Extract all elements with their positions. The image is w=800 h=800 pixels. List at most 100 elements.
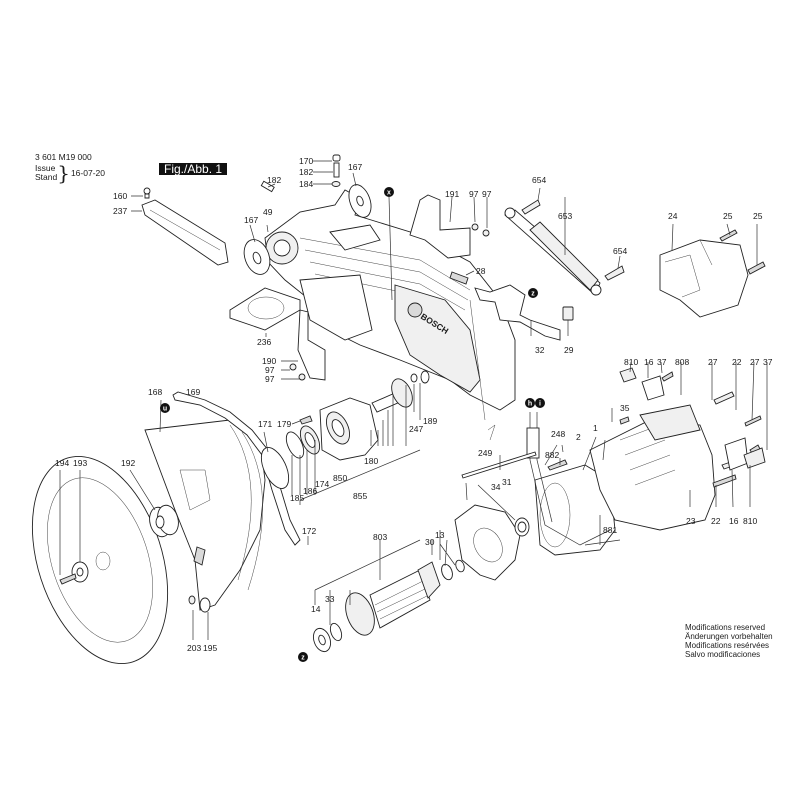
part-label: 179 xyxy=(277,419,291,429)
svg-text:h: h xyxy=(528,401,532,408)
part-label: 33 xyxy=(325,594,335,604)
part-label: 37 xyxy=(763,357,773,367)
part-label: 27 xyxy=(750,357,760,367)
part-label: 174 xyxy=(315,479,329,489)
part-32-lever xyxy=(474,284,574,341)
part-label: 654 xyxy=(613,246,627,256)
issue-labels: Issue Stand xyxy=(35,164,57,182)
svg-text:x: x xyxy=(387,190,391,197)
part-label: 14 xyxy=(311,604,321,614)
part-label: 850 xyxy=(333,473,347,483)
part-label: 881 xyxy=(603,525,617,535)
marker-h: h xyxy=(525,398,535,408)
part-label: 160 xyxy=(113,191,127,201)
modifications-notice: Modifications reserved Änderungen vorbeh… xyxy=(685,623,773,659)
part-label: 247 xyxy=(409,424,423,434)
leader-lines xyxy=(59,160,768,640)
part-label: 25 xyxy=(723,211,733,221)
part-label: 23 xyxy=(686,516,696,526)
part-label: 49 xyxy=(263,207,273,217)
part-label: 97 xyxy=(469,189,479,199)
part-label: 182 xyxy=(267,175,281,185)
part-label: 24 xyxy=(668,211,678,221)
part-label: 1 xyxy=(593,423,598,433)
part-label: 16 xyxy=(644,357,654,367)
part-label: 237 xyxy=(113,206,127,216)
part-label: 186 xyxy=(303,486,317,496)
motor-field-and-housing xyxy=(461,404,716,556)
part-label: 194 xyxy=(55,458,69,468)
part-label: 30 xyxy=(425,537,435,547)
part-label: 236 xyxy=(257,337,271,347)
svg-text:u: u xyxy=(163,406,167,413)
part-label: 25 xyxy=(753,211,763,221)
part-label: 168 xyxy=(148,387,162,397)
part-label: 37 xyxy=(657,357,667,367)
part-label: 185 xyxy=(290,493,304,503)
brace-glyph: } xyxy=(57,161,70,185)
part-label: 32 xyxy=(535,345,545,355)
part-label: 27 xyxy=(708,357,718,367)
part-label: 654 xyxy=(532,175,546,185)
marker-x: x xyxy=(384,187,394,197)
brush-holders xyxy=(619,367,766,488)
part-label: 810 xyxy=(743,516,757,526)
part-label: 192 xyxy=(121,458,135,468)
washer-167 xyxy=(243,184,372,275)
part-label: 2 xyxy=(576,432,581,442)
part-label: 193 xyxy=(73,458,87,468)
figure-badge: Fig./Abb. 1 xyxy=(159,163,228,175)
part-label: 97 xyxy=(482,189,492,199)
part-236-plate xyxy=(229,287,301,331)
note-english: Modifications reserved xyxy=(685,623,766,632)
saw-blade xyxy=(31,455,211,665)
marker-i: i xyxy=(535,398,545,408)
marker-z-upper: z xyxy=(528,288,538,298)
part-label: 248 xyxy=(551,429,565,439)
part-label: 34 xyxy=(491,482,501,492)
part-label: 28 xyxy=(476,266,486,276)
part-label: 190 xyxy=(262,356,276,366)
bosch-logo-circle xyxy=(407,302,423,318)
part-label: 35 xyxy=(620,403,630,413)
part-label: 803 xyxy=(373,532,387,542)
svg-text:z: z xyxy=(531,291,535,298)
svg-text:z: z xyxy=(301,655,305,662)
document-number: 3 601 M19 000 xyxy=(35,152,92,162)
issue-block: Issue Stand }16-07-20 xyxy=(35,161,105,185)
part-237-rail xyxy=(141,187,229,266)
part-label: 13 xyxy=(435,530,445,540)
note-french: Modifications resérvées xyxy=(685,641,770,650)
part-label: 169 xyxy=(186,387,200,397)
part-190-bracket xyxy=(289,309,326,381)
part-28-spring xyxy=(449,271,469,285)
spindle-assembly xyxy=(260,370,430,489)
part-191-bracket xyxy=(409,194,490,259)
part-label: 171 xyxy=(258,419,272,429)
part-label: 855 xyxy=(353,491,367,501)
part-label: 22 xyxy=(711,516,721,526)
part-label: 882 xyxy=(545,450,559,460)
note-spanish: Salvo modificaciones xyxy=(685,650,761,659)
part-label: 203 xyxy=(187,643,201,653)
issue-label: Issue xyxy=(35,163,56,173)
part-label: 653 xyxy=(558,211,572,221)
part-label: 180 xyxy=(364,456,378,466)
upper-arm-housing: BOSCH xyxy=(264,189,516,441)
part-label: 29 xyxy=(564,345,574,355)
part-label: 167 xyxy=(244,215,258,225)
part-24-motor-cap xyxy=(659,229,766,318)
part-label: 184 xyxy=(299,179,313,189)
pin-stack xyxy=(260,154,341,193)
part-label: 97 xyxy=(265,374,275,384)
marker-z-lower: z xyxy=(298,652,308,662)
part-label: 22 xyxy=(732,357,742,367)
part-label: 191 xyxy=(445,189,459,199)
part-label: 808 xyxy=(675,357,689,367)
svg-text:i: i xyxy=(539,401,541,408)
part-34-baffle xyxy=(454,504,530,581)
part-label: 31 xyxy=(502,477,512,487)
part-label: 170 xyxy=(299,156,313,166)
part-label: 249 xyxy=(478,448,492,458)
